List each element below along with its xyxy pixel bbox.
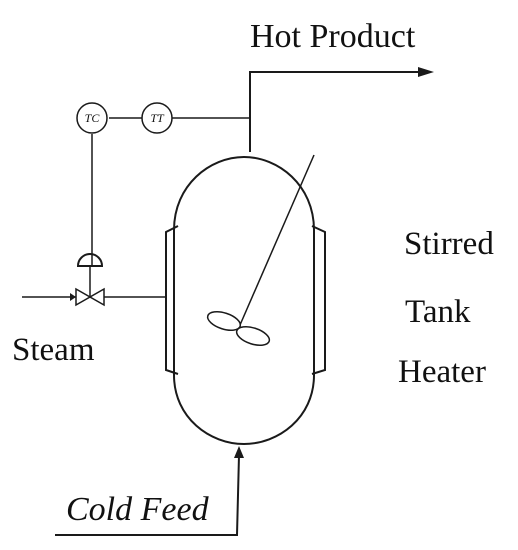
steam-label: Steam — [12, 332, 95, 368]
agitator — [206, 154, 315, 346]
tt-instrument: TT — [141, 102, 173, 134]
steam-arrow — [70, 293, 76, 301]
jacket-left — [165, 225, 179, 375]
valve-body-left — [75, 287, 92, 307]
valve-actuator — [76, 253, 104, 267]
title-line-2: Tank — [405, 294, 471, 330]
jacket-right — [311, 225, 326, 375]
impeller-blade-right — [235, 326, 271, 346]
impeller-blade-left — [206, 311, 242, 331]
cold-feed-arrow — [234, 446, 244, 458]
cold-feed-label: Cold Feed — [66, 491, 210, 528]
tt-label: TT — [150, 111, 165, 125]
tc-instrument: TC — [76, 102, 108, 134]
tank-vessel — [173, 155, 315, 446]
title-line-1: Stirred — [404, 226, 494, 262]
tc-label: TC — [85, 111, 101, 125]
valve-body-right — [88, 287, 105, 307]
hot-product-arrow — [418, 67, 434, 77]
cold-feed-line — [55, 454, 240, 536]
title-line-3: Heater — [398, 354, 486, 390]
hot-product-line — [249, 71, 420, 152]
agitator-shaft — [239, 154, 315, 326]
hot-product-label: Hot Product — [250, 18, 416, 55]
control-valve — [75, 253, 105, 307]
